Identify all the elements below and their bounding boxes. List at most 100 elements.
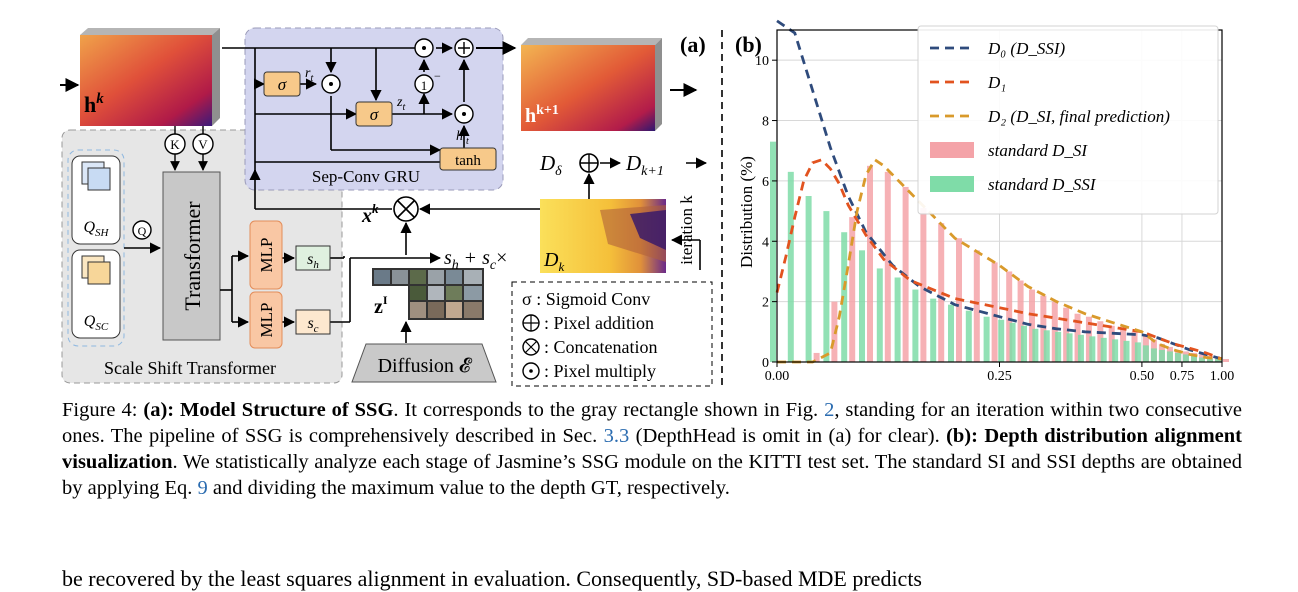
caption-a-text: (DepthHead is omit in (a) for clear). [629,425,947,447]
bar [1085,316,1092,362]
hk-feature-map: hk [80,28,220,126]
bar [884,171,891,362]
sc-box [295,309,331,335]
x-tick-label: 1.00 [1210,369,1235,384]
bar [948,304,954,362]
equation-ref-link[interactable]: 9 [197,477,208,499]
bar [991,262,998,362]
bar [1020,325,1027,362]
y-tick-label: 4 [762,235,769,250]
bar [920,208,927,362]
bar [998,319,1005,362]
transformer-block [162,171,221,341]
y-axis-label: Distribution (%) [737,156,756,268]
bar [1206,358,1213,362]
bar [1150,348,1157,362]
bar [859,250,865,362]
caption-a-text: . It corresponds to the gray rectangle s… [393,399,825,421]
bar [1028,289,1035,362]
svg-text:Transformer: Transformer [180,201,205,311]
bar [876,268,883,362]
iteration-label: iteration k [677,195,696,265]
bar [867,165,873,362]
caption-b-text: . We statistically analyze each stage of… [62,451,1242,499]
bar [770,141,776,362]
panel-a: hk hk+1 (a) [60,27,713,387]
sst-label: Scale Shift Transformer [104,358,276,378]
svg-text:tanh: tanh [455,153,481,169]
bar [912,289,919,362]
bar [1055,331,1062,362]
bar [973,250,980,362]
x-tick-label: 0.50 [1130,369,1155,384]
bar [1043,330,1050,362]
series-line [775,158,1223,361]
bar [1097,321,1104,362]
legend-swatch [930,142,974,158]
svg-text:Dk+1: Dk+1 [625,151,664,179]
bar [965,310,972,362]
svg-text:σ : Sigmoid Conv: σ : Sigmoid Conv [522,289,650,309]
figure-ref-link[interactable]: 2 [824,399,835,421]
y-tick-label: 6 [762,175,769,190]
legend-label: D₁ [987,73,1006,92]
svg-text:xk: xk [361,201,379,227]
series-line [777,157,1223,364]
y-tick-label: 2 [762,296,769,311]
svg-text:σ: σ [370,105,379,124]
bar [1131,331,1138,362]
caption-a-text: , standing for an iteration within two c… [62,399,1243,447]
panel-a-label: (a) [680,32,706,57]
svg-text:Diffusion 𝓔: Diffusion 𝓔 [378,355,473,377]
bar [849,217,856,362]
y-tick-label: 0 [762,356,769,371]
bar [1142,345,1149,362]
legend-label: D₀ (D_SSI) [987,39,1066,58]
body-text-line: be recovered by the least squares alignm… [62,566,922,591]
bar [1074,313,1081,362]
bar [1120,328,1127,362]
svg-text:sh: sh [307,251,319,271]
svg-text:: Concatenation: : Concatenation [544,337,657,357]
svg-text:hk+1: hk+1 [525,103,559,127]
bar [1017,280,1024,362]
series-line [776,19,1223,361]
x-tick-label: 0.00 [765,369,790,384]
bar [1066,333,1073,362]
bar [1112,339,1119,362]
svg-text:MLP: MLP [257,303,276,338]
x-tick-label: 0.75 [1170,369,1195,384]
figure-4: hk hk+1 (a) [60,19,1235,387]
bar [938,223,945,362]
sigma-z-box [355,101,393,127]
panel-b-label: (b) [735,32,762,57]
x-tick-label: 0.25 [987,369,1012,384]
svg-text:QSH: QSH [83,219,109,239]
bar [1077,334,1084,362]
symbol-legend [511,281,713,387]
svg-text:σ: σ [278,75,287,94]
svg-text:sc: sc [307,315,318,335]
caption-a-title: (a): Model Structure of SSG [143,399,394,421]
bar [983,316,990,362]
bar [1223,358,1229,362]
sep-conv-gru-label: Sep-Conv GRU [312,167,420,186]
one-minus-icon [414,74,434,94]
bar [894,277,901,362]
section-ref-link[interactable]: 3.3 [603,425,630,447]
legend-box [917,25,1219,215]
zI-feature-grid [372,268,484,320]
bar [841,232,848,362]
hk1-feature-map: hk+1 [521,38,662,131]
bar [1100,337,1107,362]
svg-text:rt: rt [305,66,313,84]
bar [1158,349,1165,362]
bar [805,196,812,362]
bar [1032,328,1039,362]
svg-text:MLP: MLP [257,238,276,273]
svg-text:: Pixel addition: : Pixel addition [544,313,654,333]
bar [1174,352,1181,362]
svg-text:h't: h't [456,129,469,147]
svg-text:: Pixel multiply: : Pixel multiply [544,361,656,381]
